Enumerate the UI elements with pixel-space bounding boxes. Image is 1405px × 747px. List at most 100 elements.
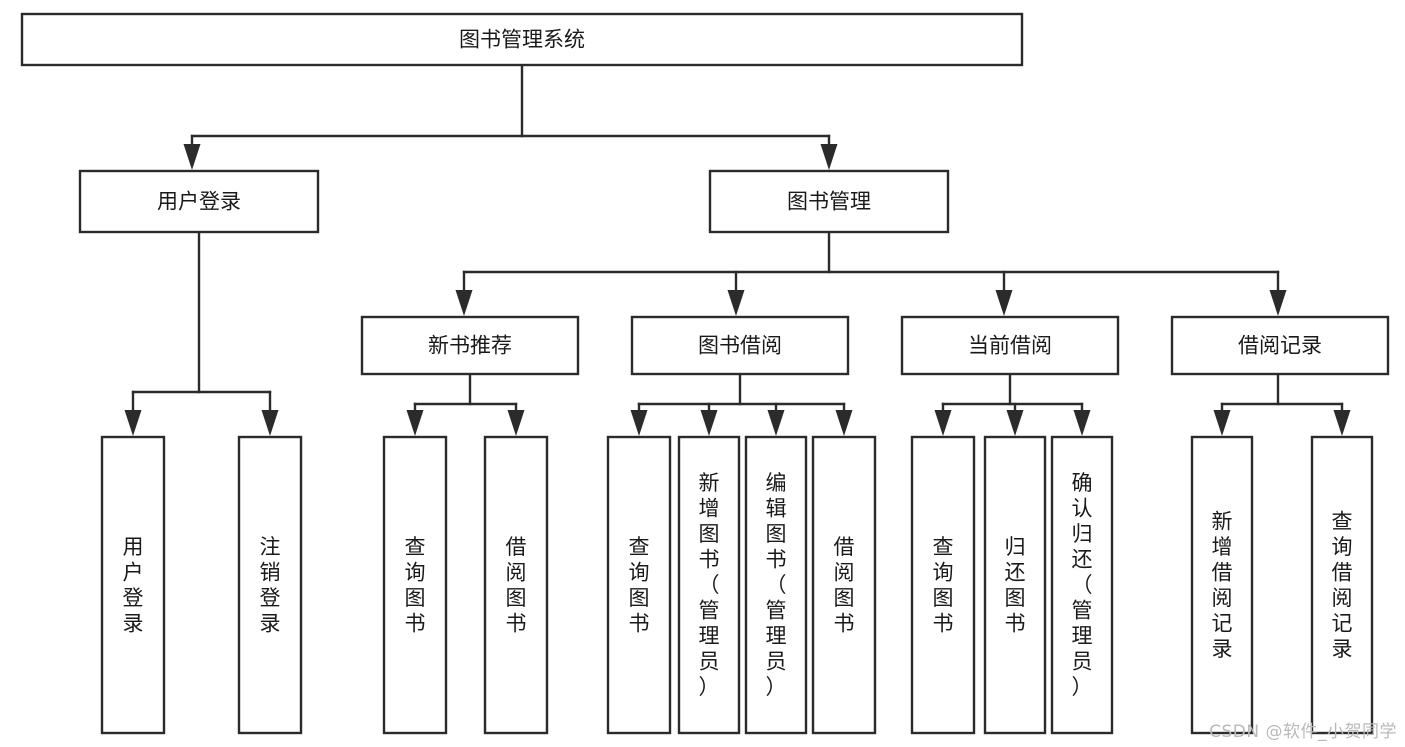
node-label-leaf-query-book-current-char-2: 图 <box>933 586 954 610</box>
node-label-leaf-add-book-admin-char-7: 员 <box>699 650 720 674</box>
node-box-leaf-add-borrow-record[interactable] <box>1190 435 1254 735</box>
node-label-leaf-query-borrow-record-char-2: 借 <box>1332 560 1353 584</box>
connector-group-new-book-recommend-to-leaves <box>406 372 525 436</box>
node-label-leaf-query-book-recommend-char-1: 询 <box>405 560 426 584</box>
arrow-head-icon <box>406 410 424 436</box>
node-label-leaf-edit-book-admin-char-8: ） <box>766 675 787 699</box>
node-label-leaf-add-borrow-record-char-4: 记 <box>1212 611 1233 635</box>
node-new-book-recommend[interactable]: 新书推荐 <box>360 315 580 376</box>
node-label-leaf-query-borrow-record-char-0: 查 <box>1332 509 1353 533</box>
node-box-user-login[interactable] <box>78 169 320 234</box>
node-label-leaf-user-logout-char-3: 录 <box>260 611 281 635</box>
node-label-leaf-add-borrow-record-char-3: 阅 <box>1212 586 1233 610</box>
arrow-head-icon <box>1269 290 1287 316</box>
node-box-leaf-query-borrow-record[interactable] <box>1310 435 1374 735</box>
node-box-new-book-recommend[interactable] <box>360 315 580 376</box>
node-leaf-user-login[interactable]: 用户登录 <box>100 435 166 735</box>
node-box-leaf-borrow-book-recommend[interactable] <box>483 435 549 735</box>
node-borrow-record[interactable]: 借阅记录 <box>1170 315 1390 376</box>
node-label-root: 图书管理系统 <box>459 28 585 52</box>
node-label-leaf-borrow-book-char-2: 图 <box>834 586 855 610</box>
node-label-borrow-record: 借阅记录 <box>1238 334 1322 358</box>
arrow-head-icon <box>1006 410 1024 436</box>
node-label-leaf-add-book-admin-char-6: 理 <box>699 624 720 648</box>
node-label-leaf-query-book-current-char-3: 书 <box>933 611 954 635</box>
node-label-leaf-add-book-admin-char-1: 增 <box>699 497 720 521</box>
node-label-book-manage: 图书管理 <box>787 190 871 214</box>
node-label-leaf-return-book-char-0: 归 <box>1005 535 1026 559</box>
node-label-leaf-borrow-book-recommend-char-3: 书 <box>506 611 527 635</box>
node-box-book-manage[interactable] <box>708 169 950 234</box>
node-label-leaf-add-book-admin-char-2: 图 <box>699 522 720 546</box>
node-label-user-login: 用户登录 <box>157 190 241 214</box>
node-box-leaf-add-book-admin[interactable] <box>677 435 741 735</box>
node-box-leaf-return-book[interactable] <box>983 435 1047 735</box>
node-label-leaf-borrow-book-recommend-char-1: 阅 <box>506 560 527 584</box>
arrow-head-icon <box>820 144 838 170</box>
node-box-borrow-record[interactable] <box>1170 315 1390 376</box>
node-box-root[interactable] <box>20 12 1024 67</box>
node-box-leaf-query-book-current[interactable] <box>910 435 976 735</box>
node-user-login[interactable]: 用户登录 <box>78 169 320 234</box>
node-book-borrow[interactable]: 图书借阅 <box>630 315 850 376</box>
node-label-leaf-query-borrow-record-char-1: 询 <box>1332 535 1353 559</box>
arrow-head-icon <box>934 410 952 436</box>
node-label-leaf-query-book-recommend-char-0: 查 <box>405 535 426 559</box>
node-box-current-borrow[interactable] <box>900 315 1120 376</box>
node-label-leaf-edit-book-admin-char-2: 图 <box>766 522 787 546</box>
node-box-leaf-user-login[interactable] <box>100 435 166 735</box>
node-label-leaf-add-book-admin-char-0: 新 <box>699 471 720 495</box>
arrow-head-icon <box>630 410 648 436</box>
node-box-leaf-edit-book-admin[interactable] <box>744 435 808 735</box>
arrow-head-icon <box>1073 410 1091 436</box>
node-label-leaf-query-borrow-record-char-5: 录 <box>1332 637 1353 661</box>
node-label-book-borrow: 图书借阅 <box>698 334 782 358</box>
node-box-leaf-borrow-book[interactable] <box>811 435 877 735</box>
node-label-leaf-user-login-char-0: 用 <box>123 535 144 559</box>
node-label-leaf-query-book-borrow-char-2: 图 <box>629 586 650 610</box>
node-label-leaf-add-book-admin-char-3: 书 <box>699 548 720 572</box>
node-label-leaf-confirm-return-admin-char-3: 还 <box>1072 548 1093 572</box>
node-label-leaf-edit-book-admin-char-3: 书 <box>766 548 787 572</box>
node-label-leaf-edit-book-admin-char-4: （ <box>766 573 787 597</box>
node-label-leaf-borrow-book-char-0: 借 <box>834 535 855 559</box>
arrow-head-icon <box>700 410 718 436</box>
node-label-leaf-confirm-return-admin-char-0: 确 <box>1072 471 1093 495</box>
node-current-borrow[interactable]: 当前借阅 <box>900 315 1120 376</box>
node-label-leaf-query-book-borrow-char-3: 书 <box>629 611 650 635</box>
node-label-leaf-edit-book-admin-char-5: 管 <box>766 599 787 623</box>
node-label-leaf-query-book-current-char-0: 查 <box>933 535 954 559</box>
node-box-leaf-user-logout[interactable] <box>237 435 303 735</box>
node-root[interactable]: 图书管理系统 <box>20 12 1024 67</box>
node-box-book-borrow[interactable] <box>630 315 850 376</box>
node-box-leaf-confirm-return-admin[interactable] <box>1050 435 1114 735</box>
node-label-leaf-confirm-return-admin-char-8: ） <box>1072 675 1093 699</box>
connector-group-current-borrow-to-leaves <box>934 372 1091 436</box>
node-label-leaf-user-login-char-2: 登 <box>123 586 144 610</box>
node-label-leaf-user-logout-char-0: 注 <box>260 535 281 559</box>
arrow-head-icon <box>995 290 1013 316</box>
arrow-head-icon <box>455 290 473 316</box>
node-box-leaf-query-book-borrow[interactable] <box>606 435 672 735</box>
node-label-leaf-edit-book-admin-char-6: 理 <box>766 624 787 648</box>
node-label-current-borrow: 当前借阅 <box>968 334 1052 358</box>
node-label-leaf-query-book-recommend-char-3: 书 <box>405 611 426 635</box>
node-book-manage[interactable]: 图书管理 <box>708 169 950 234</box>
node-label-leaf-user-logout-char-2: 登 <box>260 586 281 610</box>
node-label-leaf-confirm-return-admin-char-7: 员 <box>1072 650 1093 674</box>
node-box-leaf-query-book-recommend[interactable] <box>382 435 448 735</box>
arrow-head-icon <box>835 410 853 436</box>
node-label-leaf-query-borrow-record-char-3: 阅 <box>1332 586 1353 610</box>
